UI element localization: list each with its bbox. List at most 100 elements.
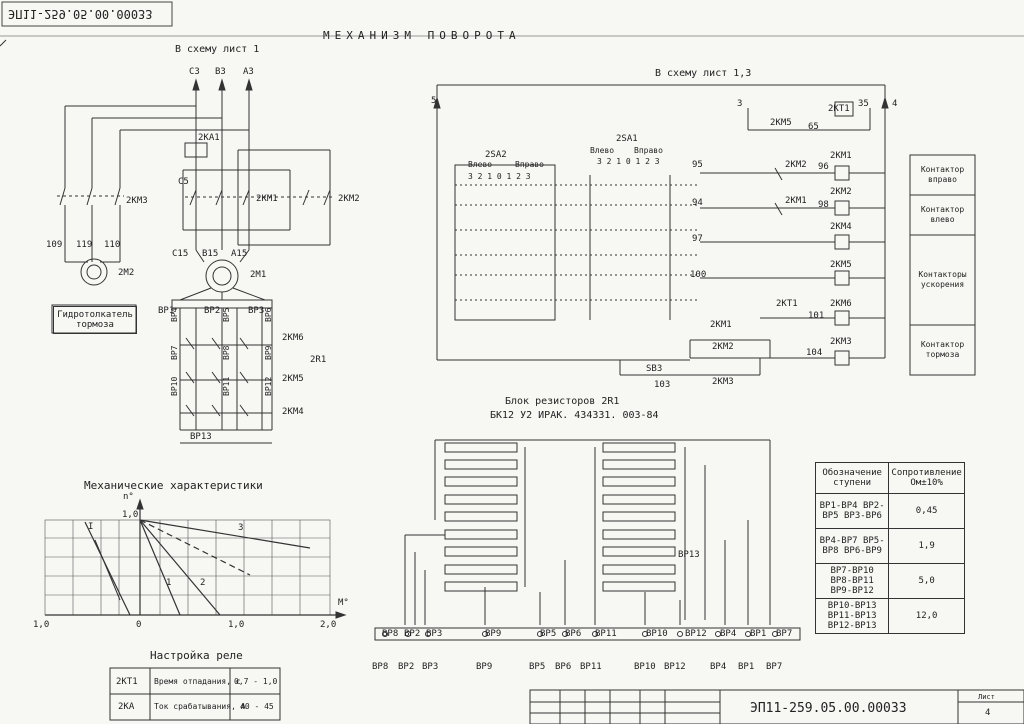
motor-m1-outer [205, 259, 239, 293]
bp2-label: ВР2 [204, 306, 221, 316]
terminal: ВР10 [646, 629, 668, 639]
terminal: ВР4 [720, 629, 737, 639]
km1-power-label: 2КМ1 [256, 194, 278, 204]
stamp-sheet: 4 [985, 708, 991, 718]
curve-1: 1 [166, 578, 172, 588]
terminal: ВР11 [595, 629, 617, 639]
res-row-steps: ВР4-ВР7 ВР5-ВР8 ВР6-ВР9 [814, 528, 890, 564]
terminal-label: ВР1 [738, 662, 755, 672]
coil-km6: 2КМ6 [830, 299, 852, 309]
wire-110: 110 [104, 240, 121, 250]
terminal-label: ВР11 [580, 662, 602, 672]
node-5: 5 [431, 96, 437, 106]
relay-title: Настройка реле [150, 649, 243, 662]
phase-c15: С15 [172, 249, 189, 259]
wire-97: 97 [692, 234, 703, 244]
wire-100: 100 [690, 270, 707, 280]
axis-n: n° [123, 492, 134, 502]
doc-id-top: ЭП11-259.05.00.00033 [8, 7, 153, 21]
ka1-label: 2КА1 [198, 133, 220, 143]
axis-m: M° [338, 598, 349, 608]
curve-2: 2 [200, 578, 206, 588]
node-3: 3 [737, 99, 743, 109]
terminal-label: ВР2 [398, 662, 415, 672]
res-row-value: 0,45 [888, 493, 965, 529]
wire-104: 104 [806, 348, 823, 358]
relay-param: Время отпадания, с [154, 677, 241, 686]
res-row-steps: ВР7-ВР10 ВР8-ВР11 ВР9-ВР12 [814, 563, 890, 599]
ka1-coil [184, 142, 208, 158]
terminal: ВР7 [776, 629, 793, 639]
terminal-label: ВР9 [476, 662, 493, 672]
bp13-resistor-label: ВР13 [678, 550, 700, 560]
legend-brake: Контактор тормоза [920, 340, 965, 359]
res-header-step: Обозначение ступени [814, 462, 890, 494]
sa1-label: 2SA1 [616, 134, 638, 144]
terminal: ВР8 [382, 629, 399, 639]
terminal-label: ВР6 [555, 662, 572, 672]
sa2-left: Влево [468, 160, 493, 169]
res-row-value: 5,0 [888, 563, 965, 599]
phase-a15: А15 [231, 249, 248, 259]
wire-94: 94 [692, 198, 703, 208]
km1-lower-label: 2КМ1 [710, 320, 732, 330]
res-row-steps: ВР10-ВР13 ВР11-ВР13 ВР12-ВР13 [814, 598, 890, 634]
sa1-left: Влево [590, 146, 615, 155]
legend-right: Контактор вправо [920, 165, 965, 184]
terminal-label: ВР3 [422, 662, 439, 672]
relay-param: Ток срабатывания, А [154, 702, 246, 711]
resistance-table: Обозначение ступени Сопротивление Ом±10%… [814, 462, 965, 634]
res-row-value: 12,0 [888, 598, 965, 634]
sa2-label: 2SA2 [485, 150, 507, 160]
bp11-label: ВР11 [222, 376, 231, 396]
x-two: 2,0 [320, 620, 337, 630]
km1-interlock-label: 2КМ1 [785, 196, 807, 206]
bp4-label: ВР4 [170, 307, 179, 322]
km2-power-label: 2КМ2 [338, 194, 360, 204]
km2-lower-label: 2КМ2 [712, 342, 734, 352]
resistor-title: Блок резисторов 2R1 [505, 396, 620, 407]
stamp-doc: ЭП11-259.05.00.00033 [750, 701, 907, 716]
terminal-strip: ВР8 ВР2 ВР3 ВР9 ВР5 ВР6 ВР11 ВР10 ВР12 В… [380, 629, 800, 639]
km3-power-label: 2КМ3 [126, 196, 148, 206]
res-row-steps: ВР1-ВР4 ВР2-ВР5 ВР3-ВР6 [814, 493, 890, 529]
coil-km4: 2КМ4 [830, 222, 852, 232]
curve-I: I [88, 522, 94, 532]
km5-power-label: 2КМ5 [282, 374, 304, 384]
wire-95: 95 [692, 160, 703, 170]
coil-km5: 2КМ5 [830, 260, 852, 270]
relay-val: 40 - 45 [240, 702, 274, 711]
coil-km3: 2КМ3 [830, 337, 852, 347]
curve-3: 3 [238, 523, 244, 533]
coil-km2: 2КМ2 [830, 187, 852, 197]
mech-grid [44, 519, 331, 616]
terminal-label: ВР12 [664, 662, 686, 672]
axis-one: 1,0 [122, 510, 139, 520]
bp6-label: ВР6 [264, 307, 273, 322]
relay-val: 0,7 - 1,0 [234, 677, 278, 686]
km2-interlock-label: 2КМ2 [785, 160, 807, 170]
phase-c3: С3 [189, 67, 200, 77]
terminal: ВР9 [485, 629, 502, 639]
kt1-coil-label: 2КТ1 [828, 104, 850, 114]
terminal-label: ВР10 [634, 662, 656, 672]
wire-98: 98 [818, 200, 829, 210]
sa1-right: Вправо [634, 146, 663, 155]
wire-109: 109 [46, 240, 63, 250]
phase-b15: В15 [202, 249, 219, 259]
diagram-title: МЕХАНИЗМ ПОВОРОТА [323, 29, 521, 42]
to-sheet-1: В схему лист 1 [175, 44, 260, 55]
bp3-label: ВР3 [248, 306, 265, 316]
bp7-label: ВР7 [170, 345, 179, 360]
phase-a3: А3 [243, 67, 254, 77]
terminal: ВР6 [565, 629, 582, 639]
r1-label: 2R1 [310, 355, 327, 365]
km3-lower-label: 2КМ3 [712, 377, 734, 387]
x-neg: 1,0 [33, 620, 50, 630]
legend-accel: Контакторы ускорения [918, 270, 967, 289]
bp13-power-label: ВР13 [190, 432, 212, 442]
bp10-label: ВР10 [170, 376, 179, 396]
x-one: 1,0 [228, 620, 245, 630]
